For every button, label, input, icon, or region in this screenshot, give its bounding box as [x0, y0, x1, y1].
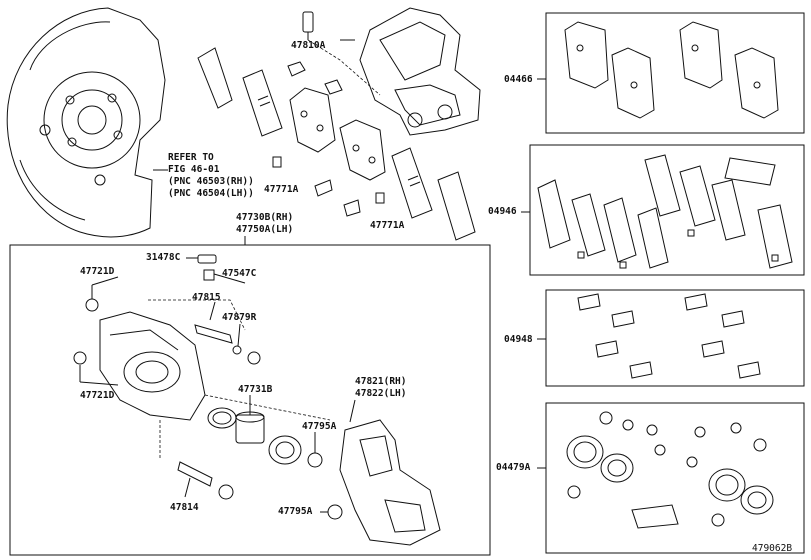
label-47821-rh[interactable]: 47821(RH)	[355, 376, 407, 387]
label-47771A-1[interactable]: 47771A	[264, 184, 299, 195]
kit-04946-shims[interactable]	[537, 154, 793, 269]
label-04946[interactable]: 04946	[488, 206, 517, 217]
label-47721D-1[interactable]: 47721D	[80, 266, 115, 277]
label-47815[interactable]: 47815	[192, 292, 221, 303]
label-47730B-rh[interactable]: 47730B(RH)	[236, 212, 294, 223]
caliper-assembly-frame	[9, 244, 491, 556]
label-47750A-lh[interactable]: 47750A(LH)	[236, 224, 294, 235]
caliper-assembly[interactable]	[73, 254, 441, 546]
upper-pads-shims[interactable]	[197, 47, 476, 241]
caliper-upper[interactable]	[302, 7, 481, 136]
label-47547C[interactable]: 47547C	[222, 268, 257, 279]
label-47795A-2[interactable]: 47795A	[278, 506, 313, 517]
label-47814[interactable]: 47814	[170, 502, 199, 513]
label-47731B[interactable]: 47731B	[238, 384, 273, 395]
kit-04466-pads[interactable]	[564, 21, 779, 119]
label-47721D-2[interactable]: 47721D	[80, 390, 115, 401]
kit-box-04479A	[545, 402, 805, 554]
label-47795A-1[interactable]: 47795A	[302, 421, 337, 432]
kit-box-04466	[545, 12, 805, 134]
label-47879R[interactable]: 47879R	[222, 312, 257, 323]
label-04479A[interactable]: 04479A	[496, 462, 531, 473]
kit-box-04948	[545, 289, 805, 387]
kit-04948-clips[interactable]	[577, 293, 761, 379]
label-04948[interactable]: 04948	[504, 334, 533, 345]
label-47822-lh[interactable]: 47822(LH)	[355, 388, 407, 399]
kit-04479A-seals[interactable]	[566, 411, 774, 529]
figure-code: 479062B	[752, 543, 793, 554]
label-31478C[interactable]: 31478C	[146, 252, 181, 263]
kit-box-04946	[529, 144, 805, 276]
label-refer-fig[interactable]: FIG 46-01	[168, 164, 220, 175]
label-47771A-2[interactable]: 47771A	[370, 220, 405, 231]
dust-shield[interactable]	[6, 7, 166, 238]
label-refer-to[interactable]: REFER TO	[168, 152, 214, 163]
label-refer-pnc-lh[interactable]: (PNC 46504(LH))	[168, 188, 254, 199]
label-04466[interactable]: 04466	[504, 74, 533, 85]
label-47810A[interactable]: 47810A	[291, 40, 326, 51]
label-refer-pnc-rh[interactable]: (PNC 46503(RH))	[168, 176, 254, 187]
